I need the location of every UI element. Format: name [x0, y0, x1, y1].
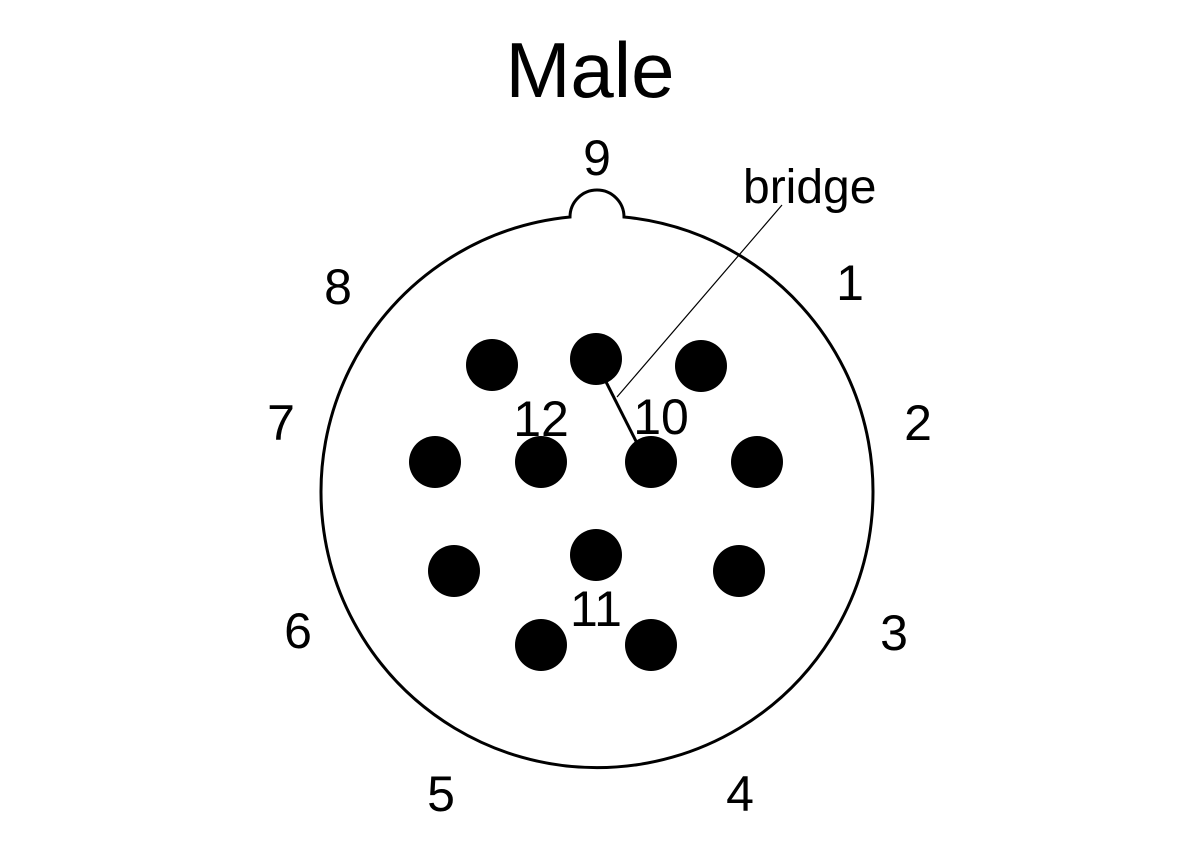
pin-dot [675, 340, 727, 392]
bridge-label: bridge [743, 161, 876, 214]
pin-dots [409, 333, 783, 671]
inner-pin-labels: 12 10 11 [513, 389, 689, 637]
pin-dot [515, 619, 567, 671]
pin-dot [409, 436, 461, 488]
pin-label-4: 4 [726, 766, 754, 822]
diagram-title: Male [505, 26, 674, 114]
pin-dot [570, 333, 622, 385]
pin-dot [466, 339, 518, 391]
pin-label-1: 1 [836, 255, 864, 311]
pin-dot [731, 436, 783, 488]
pin-label-7: 7 [267, 395, 295, 451]
bridge-leader-line [616, 204, 783, 398]
pin-label-2: 2 [904, 395, 932, 451]
pin-label-11: 11 [570, 581, 622, 637]
pin-dot [625, 436, 677, 488]
bridge-wire [596, 365, 645, 456]
pin-label-8: 8 [324, 259, 352, 315]
pin-dot [428, 545, 480, 597]
pin-dot [570, 529, 622, 581]
pin-dot [713, 545, 765, 597]
outer-pin-labels: 9 1 2 3 4 5 6 7 8 [267, 130, 932, 822]
pin-dot [515, 436, 567, 488]
pin-label-5: 5 [427, 766, 455, 822]
pin-label-12: 12 [513, 391, 569, 447]
connector-outline [319, 188, 875, 770]
pin-dot [625, 619, 677, 671]
pin-label-10: 10 [633, 389, 689, 445]
pin-label-3: 3 [880, 605, 908, 661]
pin-label-9: 9 [583, 130, 611, 186]
pin-label-6: 6 [284, 603, 312, 659]
